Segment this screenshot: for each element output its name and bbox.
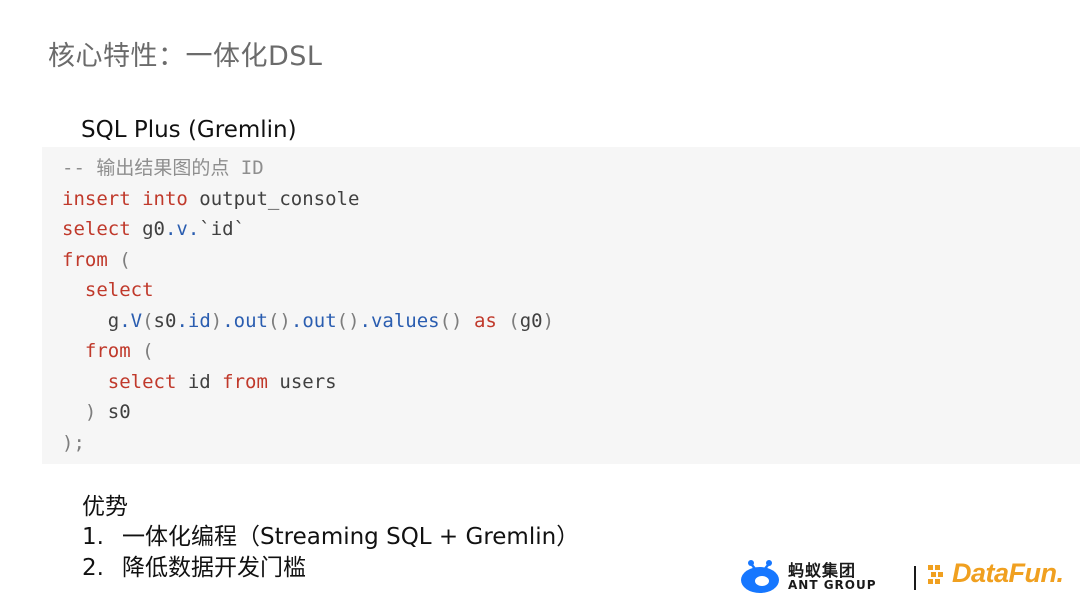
code-token: );	[62, 431, 85, 454]
advantages-list: 1. 一体化编程（Streaming SQL + Gremlin） 2. 降低数…	[82, 522, 579, 584]
code-token: .v.	[164, 218, 200, 240]
code-line: select	[62, 275, 554, 306]
code-token: select	[62, 218, 131, 240]
list-item-number: 2.	[82, 555, 104, 581]
code-token: ()	[267, 309, 291, 332]
code-token: (	[130, 340, 154, 362]
list-item-text: 降低数据开发门槛	[122, 555, 306, 581]
list-item: 2. 降低数据开发门槛	[82, 553, 579, 584]
code-token: ()	[336, 309, 360, 332]
code-line: g.V(s0.id).out().out().values() as (g0)	[62, 306, 554, 337]
code-token: g0	[130, 218, 165, 240]
code-token: insert into	[62, 187, 188, 210]
list-item: 1. 一体化编程（Streaming SQL + Gremlin）	[82, 522, 579, 553]
code-token: .values	[359, 309, 440, 332]
code-token: g0	[519, 309, 543, 332]
code-token: (	[142, 309, 154, 332]
code-token: g	[62, 309, 120, 332]
ant-group-name-cn: 蚂蚁集团	[788, 561, 857, 580]
logo-divider	[914, 566, 916, 590]
code-token: .out	[290, 309, 337, 332]
code-token: select	[84, 279, 154, 301]
code-token: (	[107, 248, 131, 271]
code-token	[62, 371, 108, 393]
list-item-number: 1.	[82, 524, 104, 550]
ant-group-name-en: ANT GROUP	[788, 578, 877, 592]
code-line: ) s0	[62, 397, 554, 428]
code-line: );	[62, 428, 554, 459]
code-token: select	[107, 370, 177, 393]
code-token	[62, 279, 85, 301]
ant-group-logo-icon	[741, 560, 779, 593]
code-token: `id`	[199, 218, 246, 240]
code-line: select g0.v.`id`	[62, 214, 554, 245]
code-token: .id	[176, 309, 211, 332]
datafun-logo-text: DataFun.	[952, 558, 1064, 588]
code-token: )	[542, 309, 555, 332]
code-token: id	[176, 370, 223, 393]
datafun-logo-icon	[928, 565, 943, 584]
code-token: output_console	[187, 187, 360, 210]
code-line: -- 输出结果图的点 ID	[62, 153, 554, 184]
code-token	[62, 340, 85, 362]
code-line: from (	[62, 336, 554, 367]
code-line: select id from users	[62, 367, 554, 398]
code-token: -- 输出结果图的点 ID	[62, 157, 264, 179]
code-token: as	[462, 309, 509, 332]
code-token: .V	[119, 309, 143, 332]
code-token: users	[267, 370, 337, 393]
code-token: from	[62, 248, 108, 271]
code-token: from	[222, 370, 268, 393]
code-token: .out	[222, 309, 268, 332]
slide-subtitle: SQL Plus (Gremlin)	[81, 117, 297, 143]
code-token: (	[508, 309, 520, 332]
slide-title: 核心特性：一体化DSL	[48, 41, 323, 72]
code-line: from (	[62, 245, 554, 276]
code-token: s0	[153, 309, 177, 332]
code-token: )	[62, 401, 108, 423]
code-token: ()	[439, 309, 463, 332]
code-token: s0	[107, 401, 131, 423]
code-token: from	[84, 340, 131, 362]
advantages-heading: 优势	[82, 494, 128, 520]
footer-logos: 蚂蚁集团 ANT GROUP DataFun.	[738, 556, 1068, 596]
list-item-text: 一体化编程（Streaming SQL + Gremlin）	[122, 524, 580, 550]
code-line: insert into output_console	[62, 184, 554, 215]
code-token: )	[210, 309, 223, 332]
